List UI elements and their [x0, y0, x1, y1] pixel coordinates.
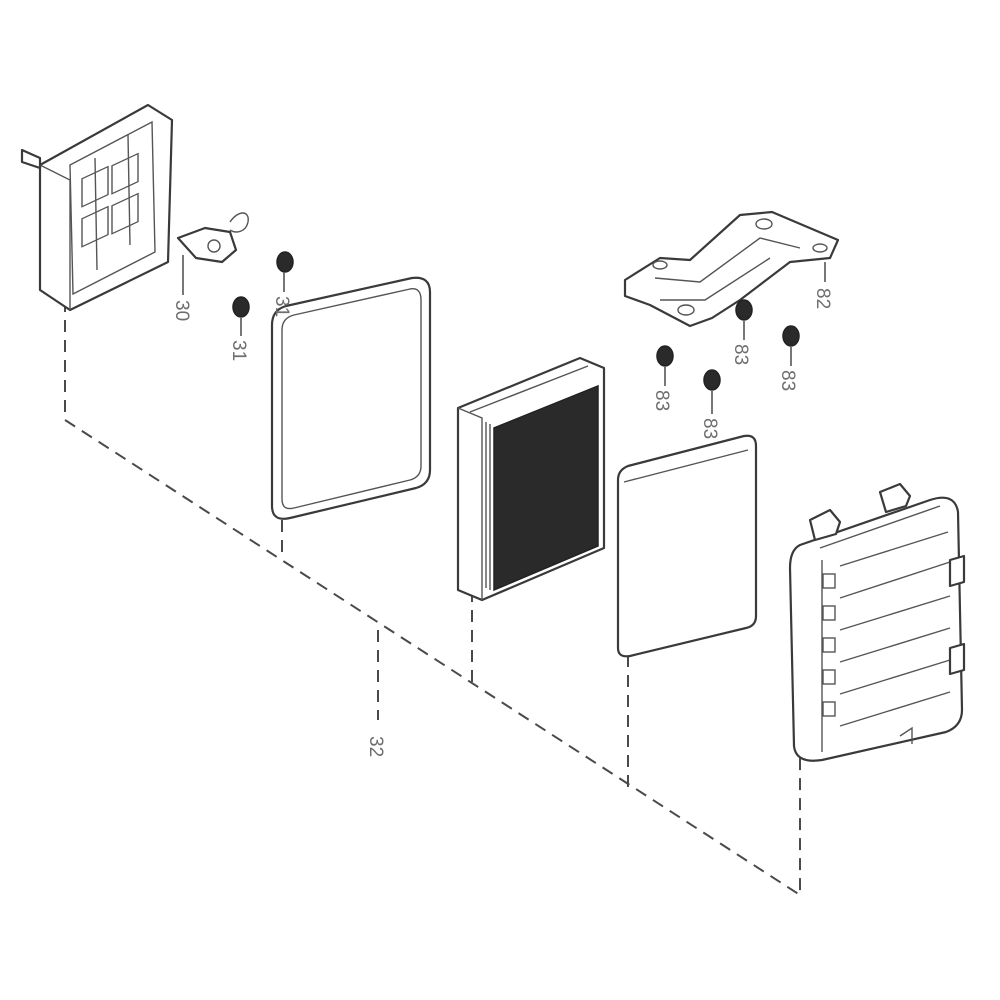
label-part-32: 32	[365, 736, 386, 757]
label-part-83-d: 83	[777, 370, 798, 391]
nut-83-a	[656, 345, 674, 386]
breather-bracket	[176, 212, 249, 295]
label-part-83-a: 83	[651, 390, 672, 411]
gasket	[270, 276, 432, 520]
label-part-31-lower: 31	[228, 340, 249, 361]
label-part-83-b: 83	[699, 418, 720, 439]
nut-31-lower	[232, 296, 250, 336]
nut-83-d	[782, 325, 800, 366]
label-part-31-upper: 31	[271, 296, 292, 317]
mounting-bracket	[623, 210, 840, 328]
label-part-82: 82	[812, 288, 833, 309]
air-cleaner-base	[20, 103, 174, 312]
nut-83-c	[735, 299, 753, 340]
air-filter-element	[456, 356, 606, 602]
label-part-83-c: 83	[730, 344, 751, 365]
assembly-guide-lines	[64, 300, 801, 897]
nut-31-upper	[276, 251, 294, 292]
nut-83-b	[703, 369, 721, 414]
pre-filter	[616, 434, 758, 658]
label-part-30: 30	[171, 300, 192, 321]
air-cleaner-cover	[788, 482, 966, 762]
